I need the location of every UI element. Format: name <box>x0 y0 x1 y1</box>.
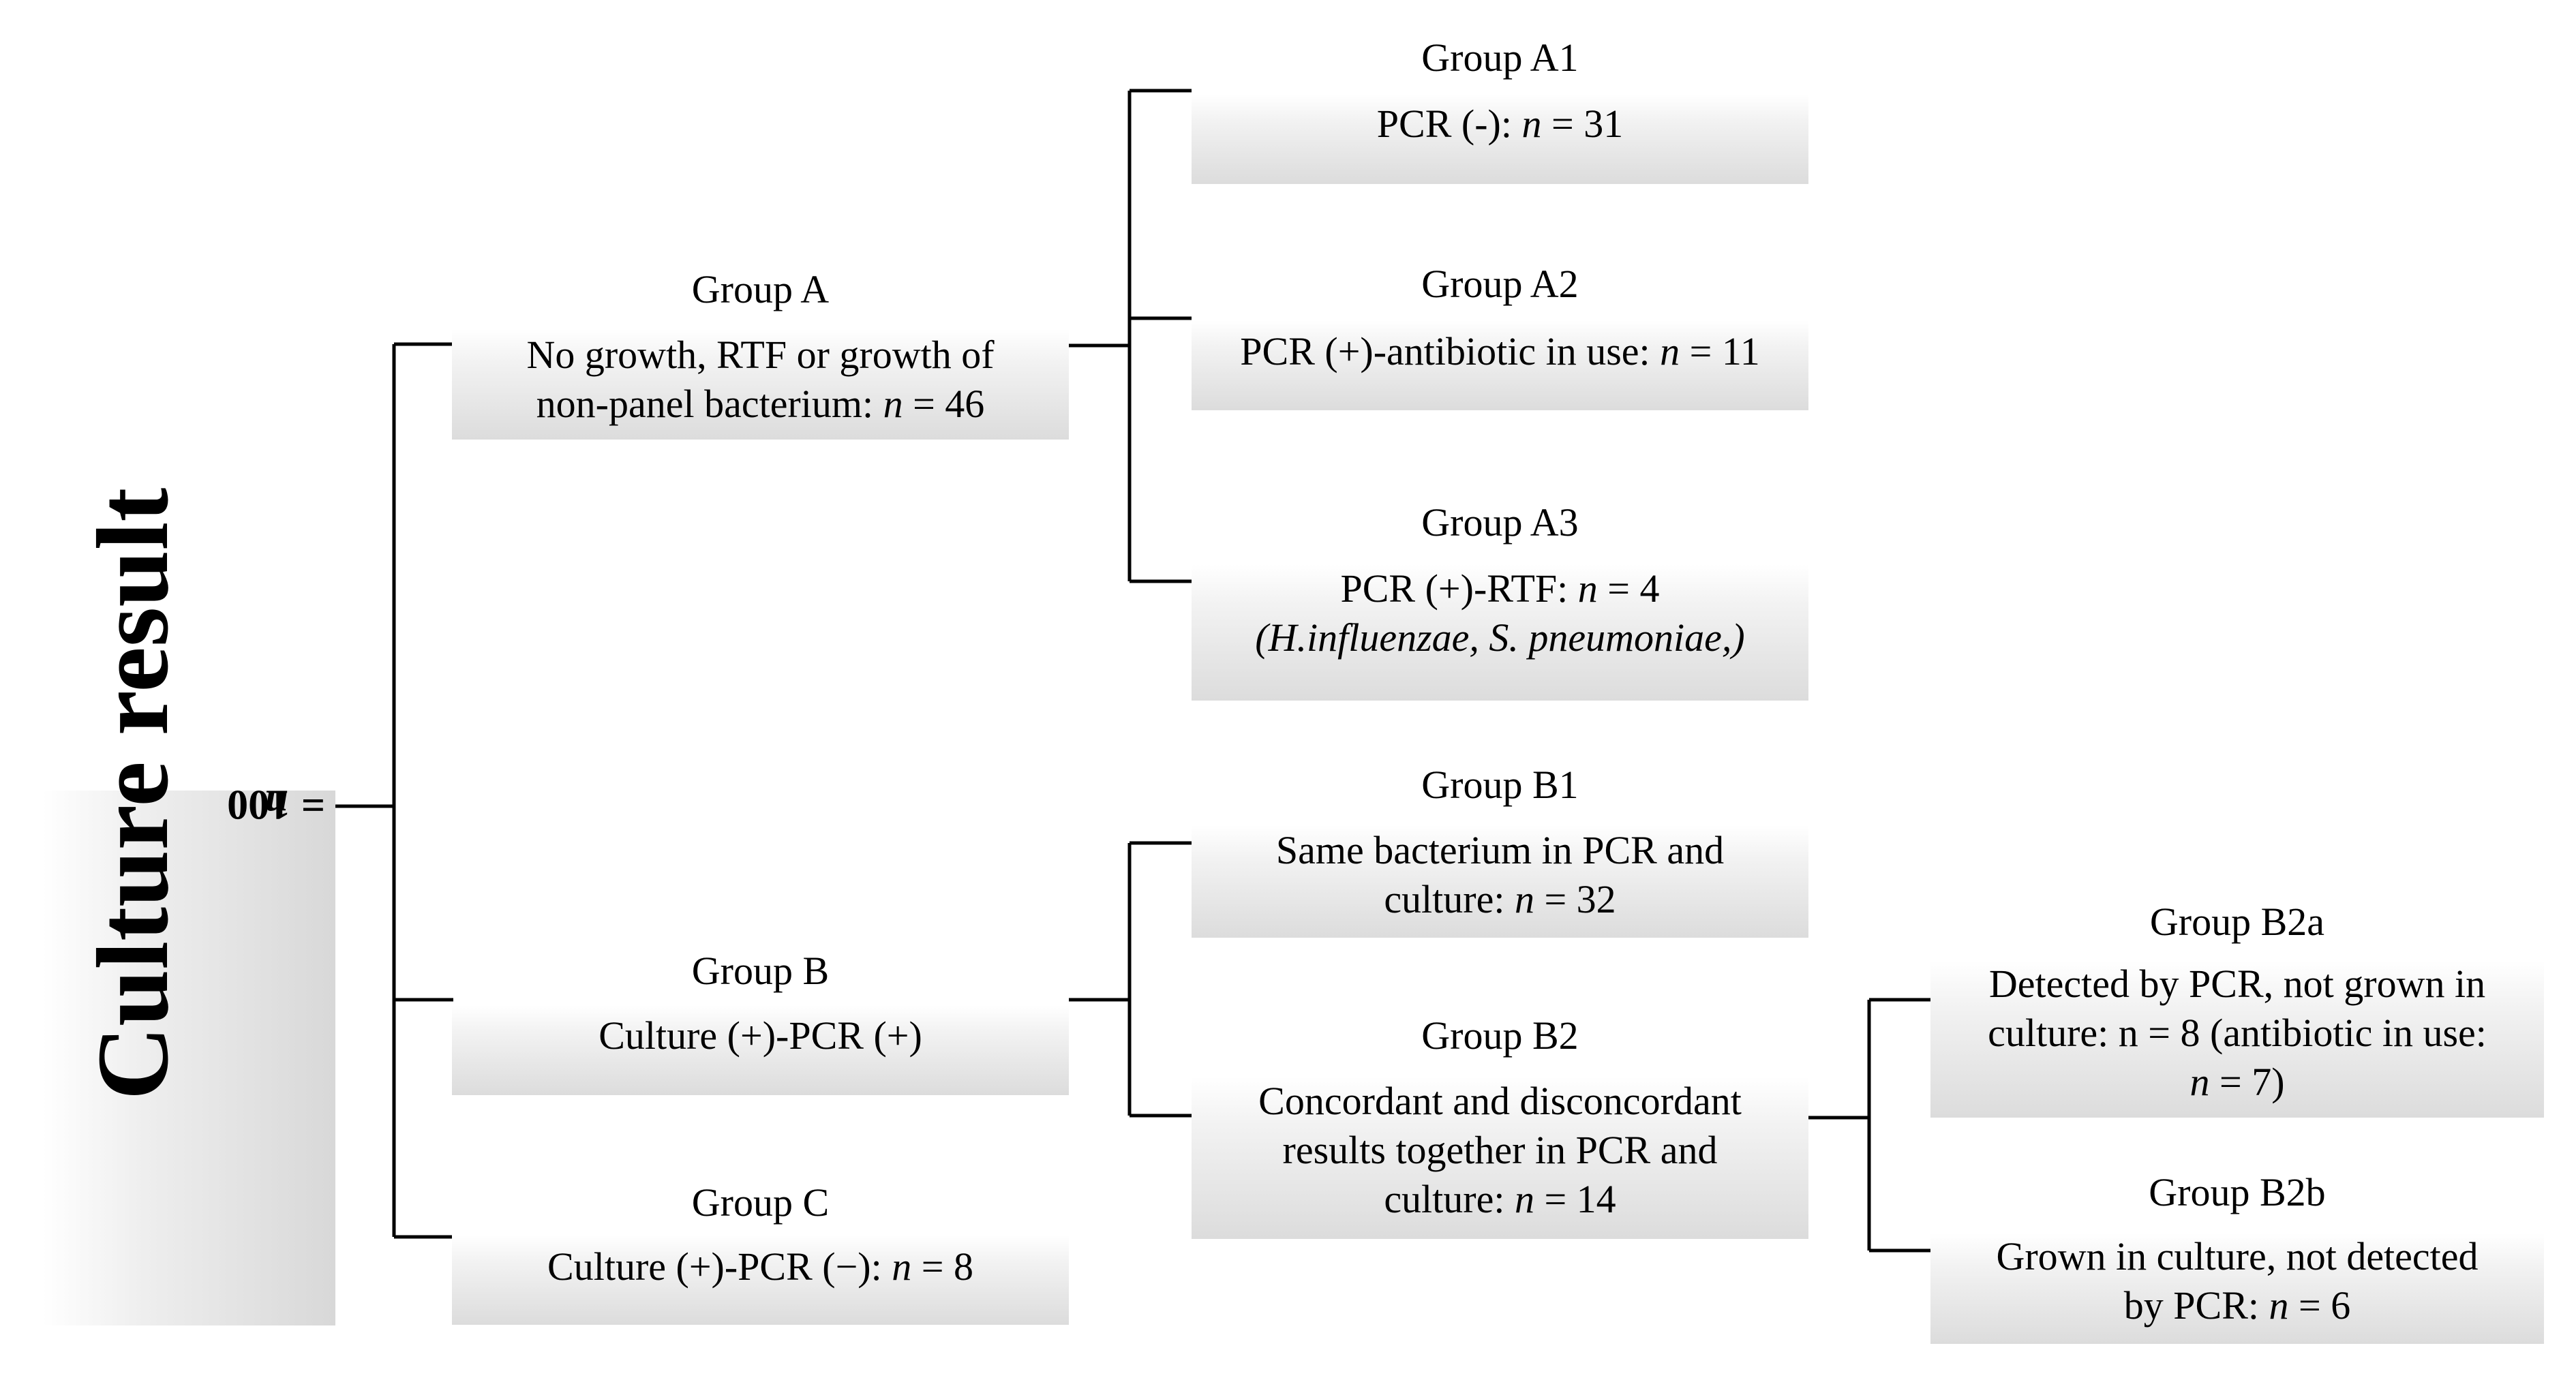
group-c-box <box>452 1235 1069 1325</box>
root-box <box>42 791 335 1325</box>
group-a2-box <box>1192 320 1808 410</box>
group-a3-text: PCR (+)-RTF: n = 4 (H.influenzae, S. pne… <box>1192 564 1808 662</box>
group-b-title: Group B <box>691 949 830 993</box>
group-b2b-box <box>1930 1233 2544 1344</box>
group-b1-text: Same bacterium in PCR and culture: n = 3… <box>1275 828 1725 921</box>
group-a1-box <box>1192 94 1808 184</box>
group-a2-title: Group A2 <box>1421 262 1579 306</box>
group-c-text: Culture (+)-PCR (−): n = 8 <box>547 1244 973 1289</box>
group-b2a-title: Group B2a <box>2149 900 2325 944</box>
group-b1-box <box>1192 825 1808 938</box>
group-b2-text: Concordant and disconcordant results tog… <box>1258 1079 1742 1221</box>
group-a-title: Group A <box>691 267 830 311</box>
group-a3-box <box>1192 564 1808 701</box>
group-b1-title: Group B1 <box>1421 763 1579 807</box>
group-b2a-text: Detected by PCR, not grown in culture: n… <box>1988 962 2487 1104</box>
group-b2-title: Group B2 <box>1421 1013 1579 1058</box>
group-b-box <box>452 1005 1069 1095</box>
group-a1-title: Group A1 <box>1421 35 1579 80</box>
group-c-title: Group C <box>691 1180 830 1225</box>
group-a-text: No growth, RTF or growth of non-panel ba… <box>526 333 995 426</box>
group-b2b-title: Group B2b <box>2149 1170 2326 1214</box>
root-n-value: = 100 <box>227 781 325 828</box>
group-a1-text: PCR (-): n = 31 <box>1376 102 1624 146</box>
group-b-text: Culture (+)-PCR (+) <box>598 1013 922 1058</box>
group-b2a-box <box>1930 961 2544 1118</box>
group-a-box <box>452 329 1069 440</box>
group-a2-text: PCR (+)-antibiotic in use: n = 11 <box>1240 329 1760 373</box>
group-b2-box <box>1192 1077 1808 1239</box>
group-b2b-text: Grown in culture, not detected by PCR: n… <box>1996 1234 2479 1328</box>
group-a3-title: Group A3 <box>1421 500 1579 545</box>
group-a3-species: (H.influenzae, S. pneumoniae,) <box>1255 615 1745 660</box>
